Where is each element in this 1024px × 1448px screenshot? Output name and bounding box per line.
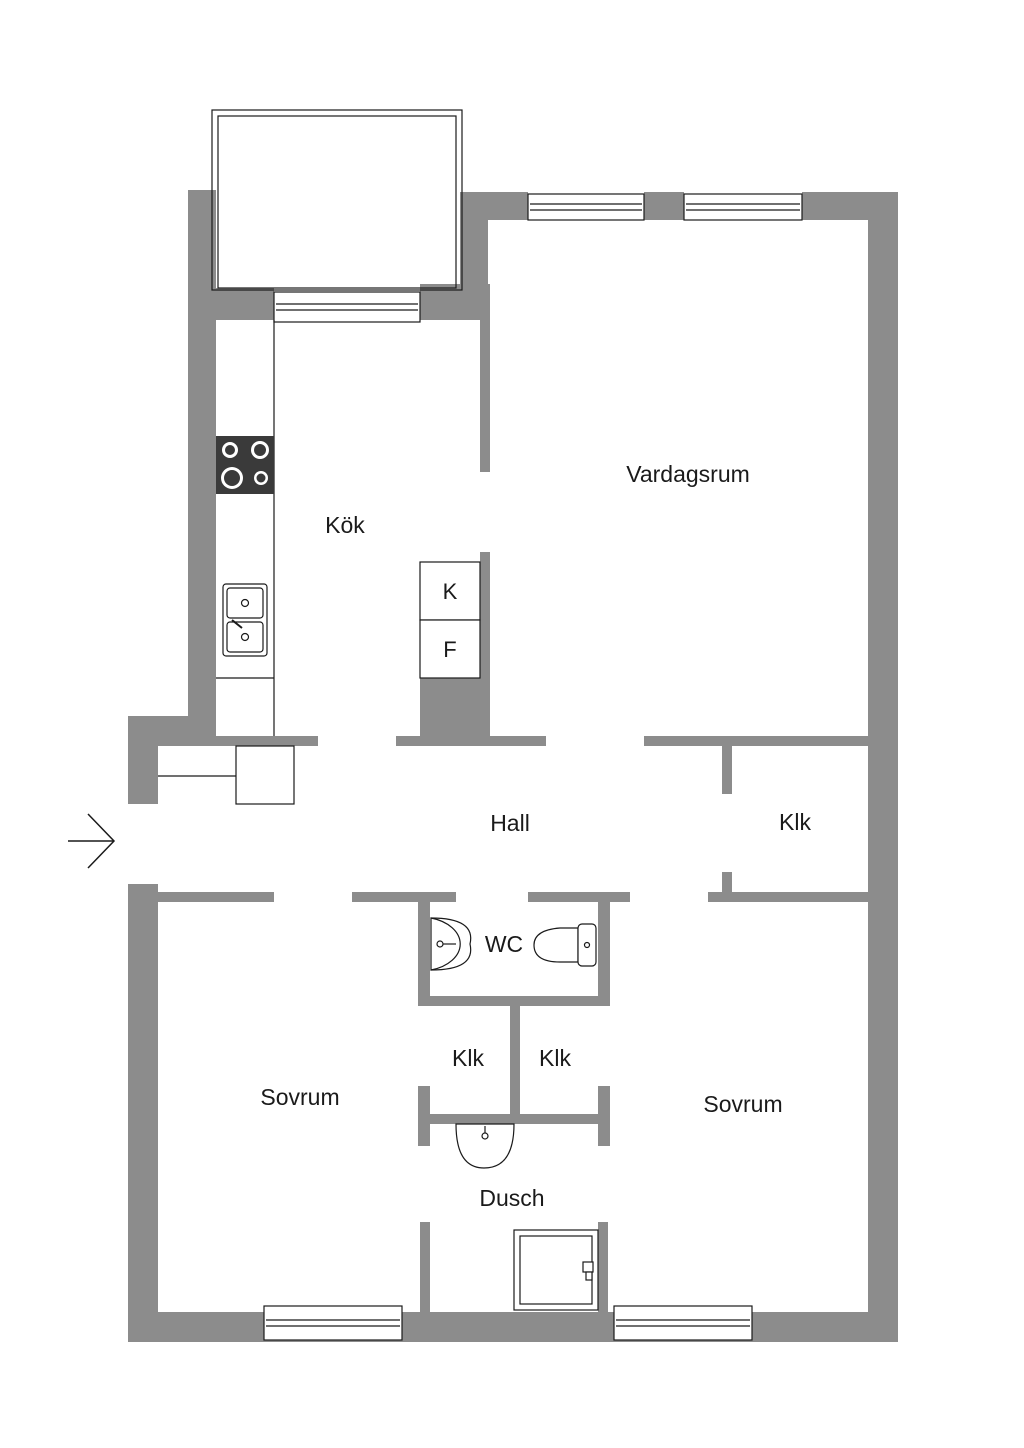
freezer-label: F <box>443 637 456 662</box>
hall-wardrobe <box>158 745 295 805</box>
room-labels: Kök Vardagsrum Hall Klk WC Klk Klk Sovru… <box>260 461 811 1211</box>
shower-icon <box>513 1229 599 1311</box>
washbasin-icon <box>455 1123 515 1169</box>
arrow-right-icon <box>68 813 116 869</box>
window-living-right <box>683 193 803 221</box>
window-bedroom-left <box>263 1305 403 1341</box>
room-label-wc: WC <box>485 931 523 957</box>
toilet-icon <box>533 923 597 967</box>
room-label-kitchen: Kök <box>325 512 365 538</box>
window-bedroom-right <box>613 1305 753 1341</box>
fridge-label: K <box>443 579 458 604</box>
kitchen-counter <box>216 320 275 736</box>
window-balcony <box>273 291 421 323</box>
stove-icon <box>216 436 274 494</box>
windows <box>263 193 803 1341</box>
room-label-bedroom-right: Sovrum <box>703 1091 782 1117</box>
walls <box>128 190 898 1342</box>
washbasin-icon <box>430 917 472 971</box>
room-label-hall: Hall <box>490 810 530 836</box>
fridge-freezer <box>419 561 481 679</box>
room-label-living-room: Vardagsrum <box>626 461 750 487</box>
fridge <box>419 561 481 621</box>
room-label-closet-left: Klk <box>452 1045 484 1071</box>
freezer <box>419 619 481 679</box>
room-label-closet-right: Klk <box>539 1045 571 1071</box>
room-label-bedroom-left: Sovrum <box>260 1084 339 1110</box>
double-sink-icon <box>222 583 268 657</box>
balcony <box>211 109 463 291</box>
room-label-closet-hall: Klk <box>779 809 811 835</box>
room-label-shower: Dusch <box>479 1185 544 1211</box>
window-living-left <box>527 193 645 221</box>
